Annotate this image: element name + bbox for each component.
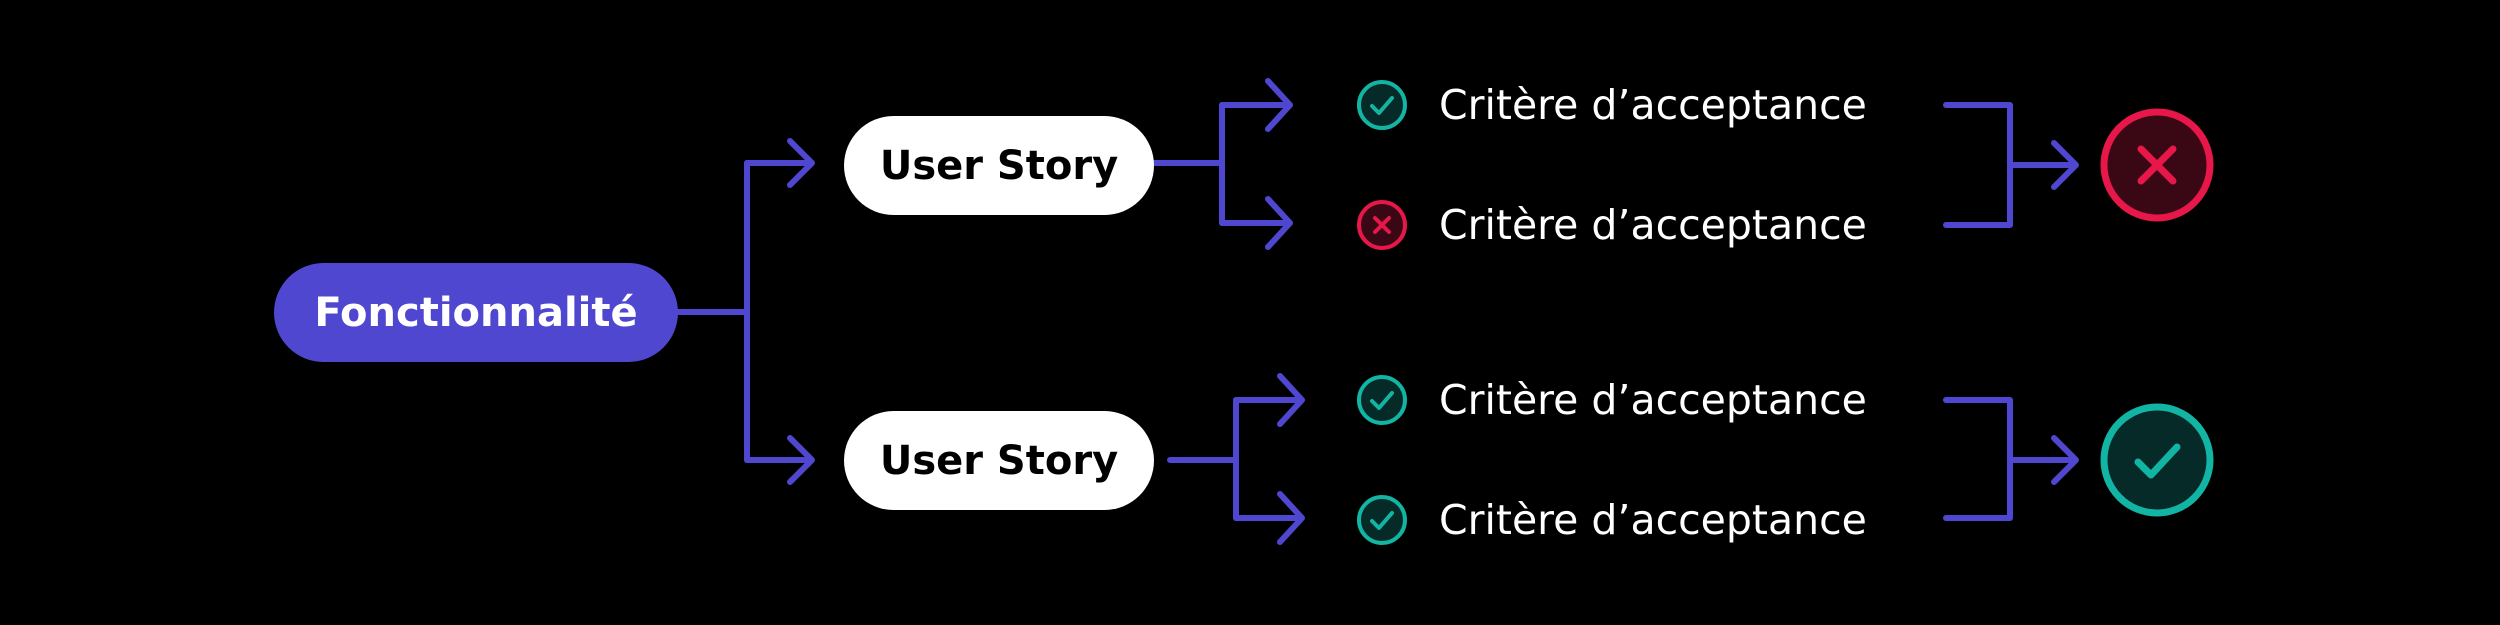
arrow-to-criterion-4 <box>1233 491 1305 545</box>
user-story-label: User Story <box>879 142 1119 189</box>
acceptance-criterion-3: Critère d’acceptance <box>1356 370 1916 430</box>
x-circle-icon <box>2100 108 2214 222</box>
user-story-node-1: User Story <box>844 116 1154 215</box>
arrow-to-criterion-2 <box>1219 196 1293 250</box>
arrow-to-criterion-1 <box>1219 78 1293 132</box>
criterion-label: Critère d’acceptance <box>1439 81 1867 129</box>
arrow-to-story-1 <box>744 138 815 188</box>
user-story-node-2: User Story <box>844 411 1154 510</box>
arrow-to-story-2 <box>744 435 815 485</box>
check-circle-icon <box>1357 80 1407 130</box>
story-2-connector <box>1167 397 1239 521</box>
acceptance-criterion-1: Critère d’acceptance <box>1356 75 1916 135</box>
criterion-label: Critère d’acceptance <box>1439 201 1867 249</box>
acceptance-criterion-4: Critère d’acceptance <box>1356 490 1916 550</box>
criteria-group-1-bracket <box>1943 102 2079 228</box>
acceptance-criterion-2: Critère d’acceptance <box>1356 195 1916 255</box>
criterion-label: Critère d’acceptance <box>1439 496 1867 544</box>
criteria-group-2-bracket <box>1943 397 2079 521</box>
x-circle-icon <box>1357 200 1407 250</box>
check-circle-icon <box>1357 495 1407 545</box>
check-circle-icon <box>1357 375 1407 425</box>
feature-label: Fonctionnalité <box>314 289 638 336</box>
story-1-connector <box>1151 102 1225 226</box>
arrow-to-criterion-3 <box>1233 373 1305 427</box>
check-circle-icon <box>2100 403 2214 517</box>
user-story-label: User Story <box>879 437 1119 484</box>
feature-node: Fonctionnalité <box>274 263 678 362</box>
feature-connector <box>675 160 750 463</box>
criterion-label: Critère d’acceptance <box>1439 376 1867 424</box>
